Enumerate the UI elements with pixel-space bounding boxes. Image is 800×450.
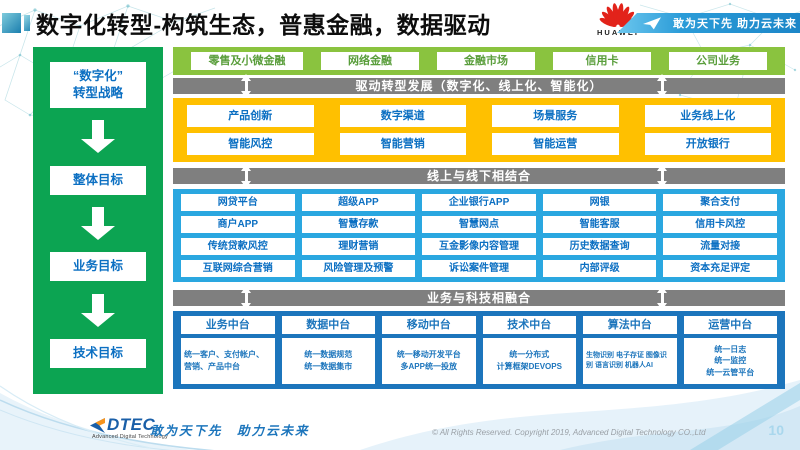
vertical-double-arrow-icon [240,164,252,188]
system-box: 传统贷款风控 [181,238,295,255]
system-box: 风险管理及预警 [301,260,416,277]
platform-content: 统一客户、支付帐户、营销、产品中台 [181,338,275,384]
page-number: 10 [768,422,784,438]
platform-header: 业务中台 [181,316,275,334]
vertical-double-arrow-icon [656,286,668,310]
system-box: 超级APP [301,194,416,211]
platform-header: 数据中台 [281,316,375,334]
diagram-main: 零售及小微金融 网络金融 金融市场 信用卡 公司业务 驱动转型发展（数字化、线上… [173,47,785,389]
system-box: 智能客服 [542,216,657,233]
business-line-box: 公司业务 [669,52,767,70]
platform-content: 统一分布式 计算框架DEVOPS [482,338,576,384]
capability-box: 智能风控 [187,133,314,155]
down-arrow-icon [81,293,115,327]
system-box: 信用卡风控 [663,216,777,233]
business-line-box: 网络金融 [321,52,419,70]
system-box: 智慧网点 [422,216,536,233]
capability-box: 开放银行 [644,133,771,155]
system-box: 资本充足评定 [663,260,777,277]
adtec-logo-text: DTEC [107,415,156,434]
system-box: 聚合支付 [663,194,777,211]
channel-systems-section: 网贷平台 超级APP 企业银行APP 网银 聚合支付 商户APP 智慧存款 智慧… [173,189,785,282]
system-box: 商户APP [181,216,295,233]
capability-box: 场景服务 [492,105,619,127]
platform-content: 统一日志 统一监控 统一云管平台 [683,338,777,384]
adtec-logo: DTEC Advanced Digital Technology [90,415,210,440]
platform-content: 生物识别 电子存证 图像识别 语言识别 机器人AI [583,338,677,384]
down-arrow-icon [81,206,115,240]
platform-header: 算法中台 [583,316,677,334]
huawei-brand-text: HUAWEI [597,28,639,37]
system-box: 流量对接 [663,238,777,255]
business-line-box: 零售及小微金融 [191,52,303,70]
system-box: 网银 [542,194,657,211]
system-box: 诉讼案件管理 [422,260,536,277]
bar-online-offline: 线上与线下相结合 [173,164,785,188]
strategy-sidebar: “数字化” 转型战略 整体目标 业务目标 技术目标 [33,47,163,394]
capability-box: 智能运营 [492,133,619,155]
adtec-arrow-icon [90,417,105,433]
business-line-box: 信用卡 [553,52,651,70]
vertical-double-arrow-icon [240,74,252,98]
platform-header: 运营中台 [683,316,777,334]
system-box: 智慧存款 [301,216,416,233]
capability-box: 业务线上化 [644,105,771,127]
title-bullet-icon [2,13,21,33]
sidebar-step-strategy: “数字化” 转型战略 [50,62,146,108]
vertical-double-arrow-icon [240,286,252,310]
copyright-text: © All Rights Reserved. Copyright 2019, A… [432,428,706,437]
platform-header: 技术中台 [482,316,576,334]
platform-content: 统一数据规范 统一数据集市 [281,338,375,384]
platform-content: 统一移动开发平台 多APP统一投放 [382,338,476,384]
capability-box: 智能营销 [339,133,466,155]
bar-drive-transformation: 驱动转型发展（数字化、线上化、智能化） [173,74,785,98]
system-box: 互联网综合营销 [181,260,295,277]
business-lines-row: 零售及小微金融 网络金融 金融市场 信用卡 公司业务 [173,47,785,75]
system-box: 企业银行APP [422,194,536,211]
bar-tech-fusion: 业务与科技相融合 [173,286,785,310]
system-box: 历史数据查询 [542,238,657,255]
capability-box: 产品创新 [187,105,314,127]
platform-header: 移动中台 [382,316,476,334]
banner-slogan: 敢为天下先 助力云未来 [673,18,798,30]
adtec-logo-subtext: Advanced Digital Technology [92,434,168,440]
down-arrow-icon [81,120,115,154]
vertical-double-arrow-icon [656,74,668,98]
footer-slogan: 敢为天下先 助力云未来 [150,424,310,438]
digital-capabilities-section: 产品创新 数字渠道 场景服务 业务线上化 智能风控 智能营销 智能运营 开放银行 [173,98,785,162]
sidebar-step-overall-goal: 整体目标 [50,165,146,195]
middle-platform-section: 业务中台 数据中台 移动中台 技术中台 算法中台 运营中台 统一客户、支付帐户、… [173,311,785,389]
system-box: 内部评级 [542,260,657,277]
header-banner: 敢为天下先 助力云未来 [617,13,800,33]
business-line-box: 金融市场 [437,52,535,70]
capability-box: 数字渠道 [339,105,466,127]
vertical-double-arrow-icon [656,164,668,188]
system-box: 互金影像内容管理 [422,238,536,255]
title-bullet-icon [24,15,30,31]
sidebar-step-tech-goal: 技术目标 [50,339,146,368]
sidebar-step-business-goal: 业务目标 [50,252,146,282]
system-box: 网贷平台 [181,194,295,211]
system-box: 理财营销 [301,238,416,255]
paper-plane-icon [643,16,661,29]
page-title: 数字化转型-构筑生态，普惠金融，数据驱动 [36,12,491,38]
